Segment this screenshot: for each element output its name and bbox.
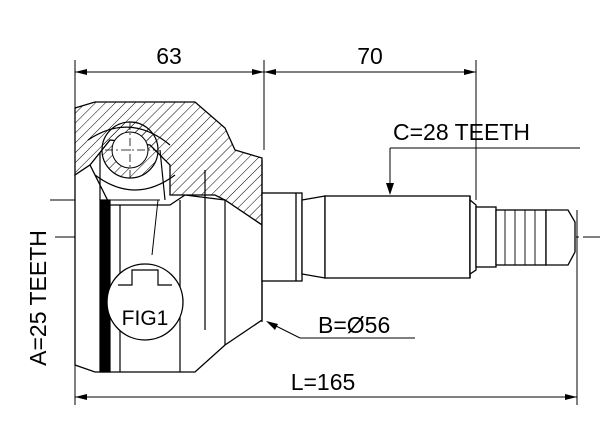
- spline-a-label: A=25 TEETH: [25, 230, 51, 366]
- fig1-label: FIG1: [122, 307, 169, 330]
- dimension-arrows: [75, 69, 577, 400]
- dim-70-label: 70: [357, 43, 383, 69]
- spline-teeth: [504, 210, 536, 265]
- dim-63-label: 63: [156, 43, 182, 69]
- fig1-circle: [106, 263, 184, 341]
- overall-length-label: L=165: [291, 369, 356, 395]
- fig1-callout: [106, 199, 184, 341]
- diameter-b-label: B=Ø56: [318, 312, 390, 338]
- spline-c-label: C=28 TEETH: [393, 119, 530, 145]
- ball-cage: [101, 121, 159, 179]
- stem-shaft: [261, 192, 576, 282]
